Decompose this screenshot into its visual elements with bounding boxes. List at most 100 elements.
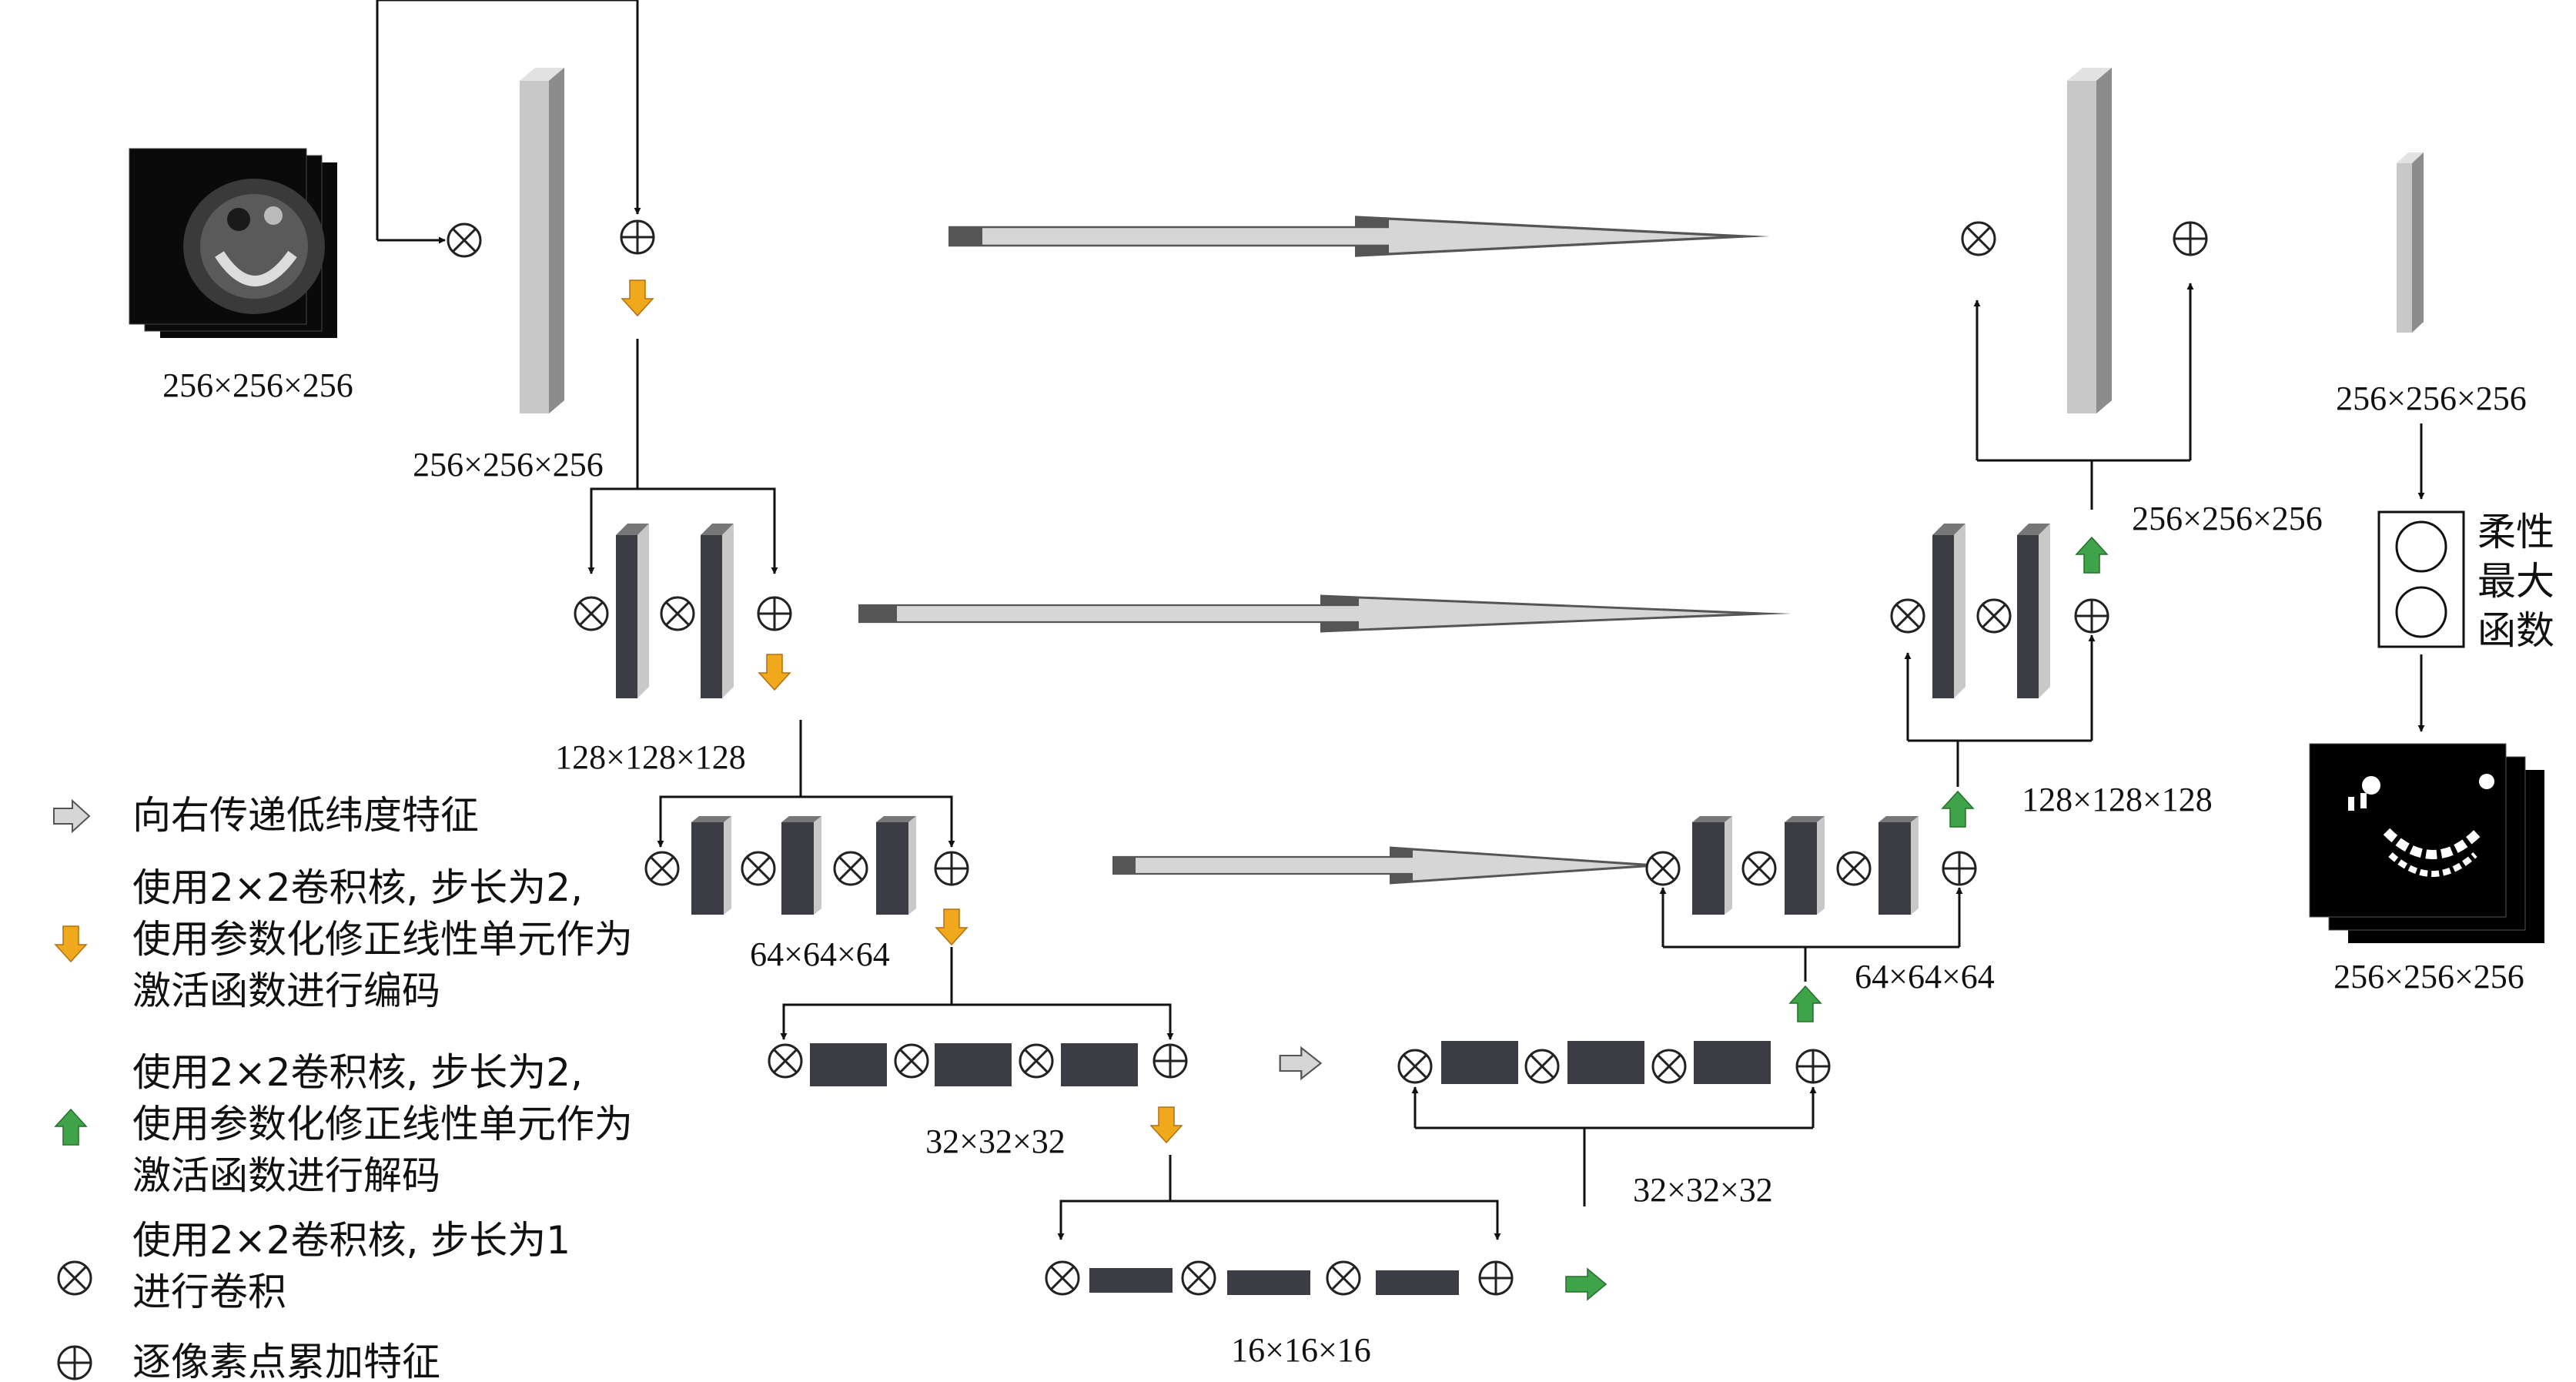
enc2-to-enc3-connector [657,720,955,848]
dec3-convolution-symbol-3 [1836,851,1872,886]
enc1-convolution-symbol [447,223,482,258]
dec2-convolution-symbol-2 [1976,598,2012,634]
enc2-feature-map-1 [616,524,649,698]
bottom-convolution-symbol-1 [1045,1260,1080,1296]
bottom-green-right-arrow [1565,1268,1607,1300]
output-size-label: 256×256×256 [2333,958,2524,996]
bottom-size-label: 16×16×16 [1231,1331,1371,1369]
bottom-feature-map-3 [1376,1270,1459,1295]
dec4-feature-map-1 [1441,1041,1518,1084]
dec3-convolution-symbol-2 [1741,851,1777,886]
dec2-addition-symbol [2074,598,2109,634]
dec3-addition-symbol [1942,851,1977,886]
enc4-convolution-symbol-1 [768,1043,803,1079]
dec1-feature-map [2067,68,2112,413]
enc2-convolution-symbol-1 [574,596,609,631]
green-up-arrow-icon [55,1109,87,1146]
enc3-feature-map-1 [691,816,731,915]
legend-item-decode-line-3: 激活函数进行解码 [132,1153,440,1198]
svg-text:函数: 函数 [2477,608,2554,653]
dec1-connector [1973,283,2194,510]
dec4-addition-symbol [1795,1049,1831,1084]
legend-item-encode-line-3: 激活函数进行编码 [132,969,440,1013]
dec4-feature-map-3 [1694,1041,1771,1084]
bottom-feature-map-2 [1227,1270,1310,1295]
output-segmentation-image-stack [2309,743,2544,943]
enc2-orange-down-arrow [758,654,791,691]
dec2-green-up-arrow [2076,537,2108,574]
skip-arrow-stage4 [1279,1046,1322,1080]
enc3-feature-map-3 [876,816,916,915]
enc2-feature-map-2 [701,524,734,698]
dec3-size-label: 64×64×64 [1855,958,1995,996]
legend-item-add: 逐像素点累加特征 [132,1340,440,1382]
enc3-orange-down-arrow [935,909,968,945]
dec1-size-label: 256×256×256 [2132,500,2323,537]
enc1-feature-map [520,68,564,413]
enc3-size-label: 64×64×64 [750,935,890,973]
legend-item-conv-line-2: 进行卷积 [132,1270,286,1314]
enc4-feature-map-2 [935,1043,1012,1086]
dec2-feature-map-1 [1932,524,1965,698]
dec2-feature-map-2 [2017,524,2050,698]
enc4-feature-map-3 [1061,1043,1138,1086]
enc4-convolution-symbol-2 [894,1043,929,1079]
input-size-label: 256×256×256 [162,366,353,404]
orange-down-arrow-icon [55,925,87,962]
skip-arrow-stage1 [965,218,1745,255]
final-size-label: 256×256×256 [2336,380,2527,417]
enc4-orange-down-arrow [1150,1106,1183,1143]
svg-text:最大: 最大 [2477,559,2554,604]
enc2-convolution-symbol-2 [660,596,695,631]
dec2-convolution-symbol-1 [1890,598,1925,634]
dec3-convolution-symbol-1 [1645,851,1681,886]
dec3-feature-map-1 [1692,816,1732,915]
dec4-convolution-symbol-1 [1397,1049,1433,1084]
softmax-label: 柔性 最大 函数 [2477,510,2554,653]
legend-item-encode-line-1: 使用2×2卷积核, 步长为2, [132,865,583,910]
legend-item-decode-line-1: 使用2×2卷积核, 步长为2, [132,1050,583,1095]
enc1-size-label: 256×256×256 [413,446,604,484]
enc4-feature-map-1 [810,1043,887,1086]
final-feature-map [2397,152,2424,333]
bottom-feature-map-1 [1089,1268,1173,1293]
legend-item-encode-line-2: 使用参数化修正线性单元作为 [132,917,633,962]
enc2-size-label: 128×128×128 [555,738,746,776]
skip-arrow-stage3 [1124,848,1655,882]
enc3-feature-map-2 [781,816,821,915]
legend-item-conv-line-1: 使用2×2卷积核, 步长为1 [132,1218,570,1263]
skip-arrow-stage2 [878,597,1763,631]
legend-item-skip: 向右传递低纬度特征 [132,793,479,838]
enc3-convolution-symbol-1 [644,851,680,886]
legend-item-decode-line-2: 使用参数化修正线性单元作为 [132,1102,633,1146]
bottom-convolution-symbol-2 [1181,1260,1216,1296]
dec4-green-up-arrow [1789,985,1822,1022]
enc1-to-enc2-connector [587,339,778,574]
dec3-connector [1659,887,1963,982]
enc4-addition-symbol [1153,1043,1188,1079]
bottom-addition-symbol [1478,1260,1514,1296]
enc3-convolution-symbol-2 [741,851,776,886]
enc4-to-bottom-connector [1057,1155,1501,1240]
addition-symbol-icon [57,1345,92,1380]
dec4-size-label: 32×32×32 [1633,1171,1773,1209]
dec3-feature-map-3 [1878,816,1919,915]
input-ct-image-stack [129,148,337,338]
enc1-connectors [376,0,641,244]
enc3-addition-symbol [934,851,969,886]
dec2-size-label: 128×128×128 [2022,781,2213,818]
enc1-orange-down-arrow [621,279,654,316]
bottom-convolution-symbol-3 [1326,1260,1361,1296]
enc3-to-enc4-connector [780,947,1174,1040]
enc1-addition-symbol [620,219,655,255]
dec1-addition-symbol [2173,221,2208,256]
dec4-convolution-symbol-2 [1524,1049,1560,1084]
svg-text:柔性: 柔性 [2477,510,2554,554]
convolution-symbol-icon [57,1260,92,1296]
dec1-convolution-symbol [1961,221,1996,256]
softmax-block [2377,510,2465,648]
enc2-addition-symbol [757,596,792,631]
dec4-connector [1411,1086,1817,1206]
dec2-connector [1904,634,2096,787]
